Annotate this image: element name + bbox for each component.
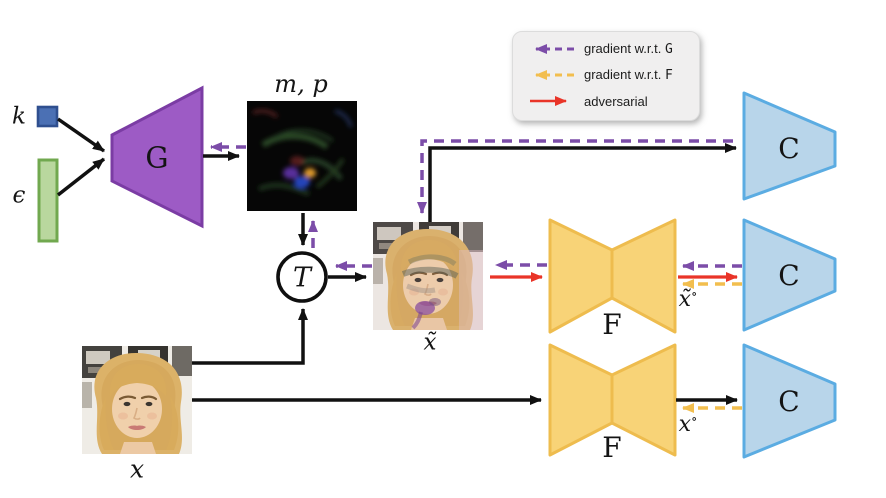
- legend: gradient w.r.t. G gradient w.r.t. F adve…: [512, 31, 700, 121]
- classifier-top-shape: [742, 91, 837, 201]
- feature-extractor-middle-shape: [548, 218, 677, 334]
- x-tilde-output-label: x̃∘: [678, 287, 698, 312]
- legend-item-adversarial: adversarial: [513, 88, 699, 114]
- epsilon-block: [37, 158, 59, 243]
- x-tilde-label: x̃: [423, 329, 437, 356]
- generator-shape: [110, 85, 204, 229]
- purple-dashed-arrow-icon: [535, 44, 574, 54]
- legend-symbol: F: [664, 68, 673, 83]
- legend-label: gradient w.r.t.: [584, 41, 662, 56]
- legend-symbol: G: [664, 42, 673, 57]
- gradient-g-arrows: [210, 139, 742, 271]
- generator-label: G: [145, 140, 169, 175]
- classifier-bottom-shape: [742, 343, 837, 459]
- feature-extractor-middle-label: F: [602, 308, 622, 341]
- feature-extractor-bottom-label: F: [602, 431, 622, 464]
- x-face-image: [80, 344, 194, 456]
- transform-label: T: [292, 262, 312, 294]
- feature-extractor-bottom-shape: [548, 343, 677, 457]
- red-solid-arrow-icon: [530, 96, 567, 106]
- yellow-dashed-arrow-icon: [535, 70, 574, 80]
- key-block: [36, 105, 59, 128]
- key-label: k: [12, 103, 26, 130]
- x-tilde-face-image: [371, 220, 485, 332]
- x-label: x: [129, 454, 145, 484]
- gradient-f-arrows: [682, 279, 742, 413]
- map-label: m, p: [274, 70, 328, 98]
- forward-arrows: [56, 117, 738, 405]
- classifier-middle-shape: [742, 218, 837, 332]
- transform-node: [276, 251, 328, 303]
- legend-item-gradient-g: gradient w.r.t. G: [513, 36, 699, 62]
- legend-label: gradient w.r.t.: [584, 67, 662, 82]
- noise-map-image: [247, 101, 357, 211]
- classifier-top-label: C: [778, 132, 800, 165]
- legend-label: adversarial: [584, 93, 648, 109]
- classifier-middle-label: C: [778, 259, 800, 292]
- epsilon-label: ϵ: [12, 182, 26, 209]
- classifier-bottom-label: C: [778, 385, 800, 418]
- legend-item-gradient-f: gradient w.r.t. F: [513, 62, 699, 88]
- x-output-label: x∘: [678, 412, 698, 437]
